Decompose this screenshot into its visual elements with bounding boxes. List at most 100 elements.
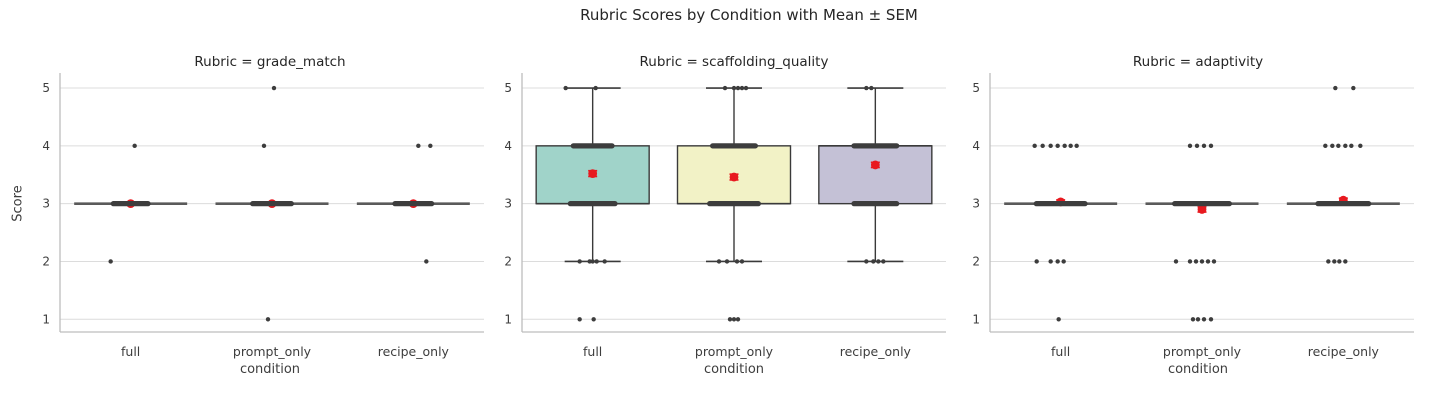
strip-point — [1330, 143, 1335, 149]
panel-title-scaffolding-quality: Rubric = scaffolding_quality — [639, 54, 829, 70]
strip-dense-cluster — [567, 201, 618, 207]
strip-point — [1062, 143, 1067, 149]
strip-dense-cluster — [851, 201, 900, 207]
strip-point — [1034, 259, 1039, 264]
strip-point — [1056, 317, 1061, 322]
strip-point — [1208, 143, 1214, 149]
x-tick-label-recipe_only: recipe_only — [1308, 344, 1380, 359]
strip-point — [1343, 259, 1348, 264]
strip-point — [739, 259, 745, 264]
strip-point — [1048, 143, 1053, 149]
strip-point — [739, 85, 745, 91]
strip-point — [716, 259, 722, 264]
strip-point — [1194, 143, 1200, 149]
y-tick-label: 5 — [972, 81, 980, 95]
strip-point — [1336, 143, 1341, 149]
strip-point — [871, 259, 876, 264]
strip-point — [876, 259, 881, 264]
strip-point — [1208, 317, 1214, 322]
strip-dense-cluster — [1315, 201, 1372, 207]
x-axis-label-panel-2: condition — [703, 362, 765, 377]
strip-point — [735, 85, 741, 91]
strip-point — [1187, 143, 1193, 149]
strip-point — [731, 317, 737, 322]
panel-title-grade-match: Rubric = grade_match — [194, 54, 346, 70]
y-tick-label: 2 — [504, 254, 512, 268]
y-tick-label: 4 — [42, 139, 50, 153]
x-tick-label-full: full — [583, 344, 602, 359]
strip-point — [590, 259, 595, 264]
strip-point — [881, 259, 886, 264]
strip-point — [1326, 259, 1331, 264]
strip-dense-cluster — [110, 201, 151, 207]
strip-point — [1055, 259, 1060, 264]
strip-point — [1187, 259, 1193, 264]
strip-dense-cluster — [707, 201, 761, 207]
strip-point — [735, 317, 741, 322]
box-group-prompt_only — [1145, 143, 1259, 322]
y-tick-label: 3 — [972, 197, 980, 211]
strip-point — [108, 259, 113, 264]
figure-title: Rubric Scores by Condition with Mean ± S… — [580, 6, 918, 24]
y-tick-label: 1 — [972, 312, 980, 326]
strip-point — [1061, 259, 1066, 264]
box-group-prompt_only — [215, 85, 329, 322]
strip-dense-cluster — [1033, 201, 1088, 207]
strip-point — [722, 85, 728, 91]
panel-title-adaptivity: Rubric = adaptivity — [1132, 54, 1264, 70]
strip-point — [1190, 317, 1196, 322]
y-tick-label: 4 — [972, 139, 980, 153]
strip-point — [1201, 143, 1207, 149]
strip-point — [1055, 143, 1060, 149]
strip-point — [1349, 143, 1354, 149]
strip-point — [1211, 259, 1217, 264]
mean-marker — [729, 172, 739, 182]
strip-point — [734, 259, 740, 264]
strip-point — [1074, 143, 1079, 149]
strip-point — [602, 259, 607, 264]
y-tick-label: 3 — [504, 197, 512, 211]
strip-point — [1201, 317, 1207, 322]
strip-point — [591, 317, 596, 322]
strip-point — [271, 85, 277, 91]
strip-point — [1343, 143, 1348, 149]
strip-point — [265, 317, 271, 322]
strip-point — [869, 85, 874, 91]
strip-dense-cluster — [851, 143, 900, 149]
mean-marker — [588, 169, 598, 178]
mean-marker — [870, 160, 880, 170]
strip-point — [1333, 85, 1338, 91]
strip-dense-cluster — [710, 143, 758, 149]
box-group-prompt_only — [676, 85, 792, 322]
x-axis-label-panel-3: condition — [1167, 362, 1229, 377]
strip-point — [1337, 259, 1342, 264]
box-group-full — [535, 85, 650, 322]
strip-point — [424, 259, 429, 264]
strip-point — [1068, 143, 1073, 149]
strip-point — [563, 85, 568, 91]
y-tick-label: 4 — [504, 139, 512, 153]
strip-point — [1332, 259, 1337, 264]
strip-point — [743, 85, 749, 91]
x-tick-label-prompt_only: prompt_only — [695, 344, 774, 359]
box-group-recipe_only — [356, 143, 470, 264]
strip-point — [416, 143, 421, 149]
x-tick-label-prompt_only: prompt_only — [233, 344, 312, 359]
strip-point — [577, 317, 582, 322]
y-tick-label: 3 — [42, 197, 50, 211]
strip-point — [1048, 259, 1053, 264]
y-tick-label: 1 — [504, 312, 512, 326]
strip-point — [1032, 143, 1037, 149]
x-tick-label-full: full — [1051, 344, 1070, 359]
strip-point — [593, 85, 598, 91]
box-group-full — [74, 143, 188, 264]
strip-point — [727, 317, 733, 322]
x-tick-label-prompt_only: prompt_only — [1163, 344, 1242, 359]
strip-point — [864, 259, 869, 264]
box-group-full — [1004, 143, 1118, 322]
strip-dense-cluster — [570, 143, 615, 149]
strip-dense-cluster — [250, 201, 294, 207]
